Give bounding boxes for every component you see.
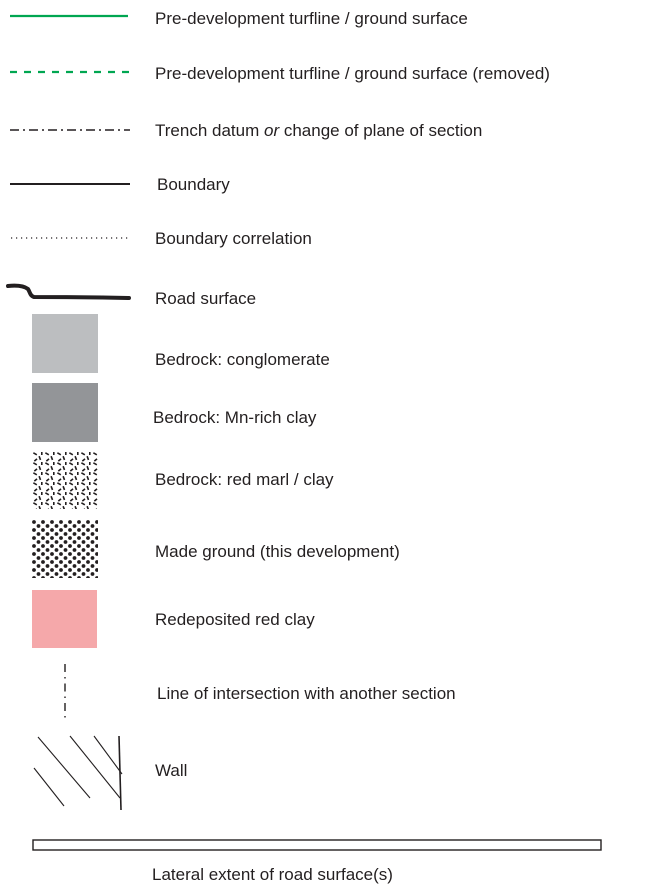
dashed-green-line-symbol (10, 69, 134, 75)
legend-label-boundary-correlation: Boundary correlation (155, 229, 312, 248)
legend-label-bedrock-conglomerate: Bedrock: conglomerate (155, 350, 330, 369)
legend-label-boundary: Boundary (157, 175, 230, 194)
boundary-correlation-symbol (10, 235, 132, 241)
boundary-line-symbol (10, 181, 132, 187)
bedrock-mn-rich-clay-swatch (32, 383, 98, 442)
intersection-line-symbol (62, 664, 68, 722)
legend-label-wall: Wall (155, 761, 188, 780)
legend-label-made-ground: Made ground (this development) (155, 542, 400, 561)
legend-label-redeposited-red-clay: Redeposited red clay (155, 610, 315, 629)
legend-label-road-surface: Road surface (155, 289, 257, 308)
wall-symbol (30, 732, 126, 812)
redeposited-red-clay-swatch (32, 590, 97, 648)
legend-label-line-of-intersection: Line of intersection with another sectio… (157, 684, 456, 703)
dash-dot-line-symbol (10, 127, 132, 133)
made-ground-swatch (32, 520, 100, 580)
legend-label-lateral-extent: Lateral extent of road surface(s) (152, 865, 393, 884)
legend-label-bedrock-mn-rich-clay: Bedrock: Mn-rich clay (153, 408, 317, 427)
legend-label-trench-datum-after: change of plane of section (279, 121, 483, 140)
legend-label-predevelopment-turfline-removed: Pre-development turfline / ground surfac… (155, 64, 550, 83)
bedrock-red-marl-swatch (32, 452, 100, 510)
bedrock-conglomerate-swatch (32, 314, 98, 373)
legend-label-trench-datum: Trench datum or change of plane of secti… (155, 121, 482, 141)
solid-green-line-symbol (10, 13, 130, 19)
legend-label-predevelopment-turfline: Pre-development turfline / ground surfac… (155, 9, 468, 28)
lateral-extent-bar (32, 839, 604, 853)
legend-label-trench-datum-emph: or (263, 121, 280, 140)
legend-label-bedrock-red-marl: Bedrock: red marl / clay (155, 470, 334, 489)
road-surface-symbol (6, 280, 134, 306)
legend-label-trench-datum-before: Trench datum (155, 121, 264, 140)
